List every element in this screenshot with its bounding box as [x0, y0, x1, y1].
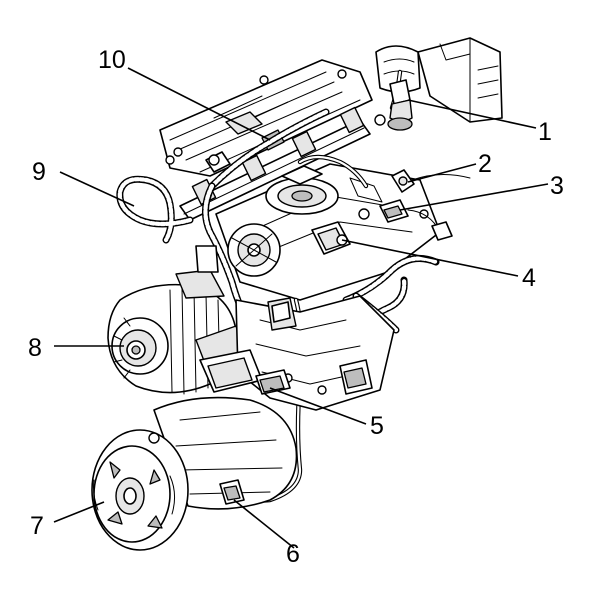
callout-1: 1 — [538, 118, 552, 146]
leader-1 — [407, 99, 537, 129]
sensor-1 — [374, 79, 413, 131]
ac-compressor — [91, 396, 298, 551]
callout-8: 8 — [28, 334, 42, 362]
leader-10 — [127, 67, 271, 141]
leader-3 — [399, 183, 549, 211]
leader-5 — [269, 387, 367, 425]
connector-6 — [219, 479, 245, 505]
callout-6: 6 — [286, 540, 300, 568]
throttle-pulley — [227, 223, 281, 277]
callout-7: 7 — [30, 512, 44, 540]
leader-7 — [53, 501, 105, 523]
connector-3 — [379, 199, 453, 241]
callout-10: 10 — [98, 46, 126, 74]
callout-9: 9 — [32, 158, 46, 186]
connector-5 — [255, 369, 291, 395]
callout-4: 4 — [522, 264, 536, 292]
callout-5: 5 — [370, 412, 384, 440]
air-cleaner-housing — [375, 37, 503, 123]
sensor-2 — [391, 169, 471, 193]
callout-labels: 1 2 3 4 5 6 7 8 9 10 — [28, 46, 564, 568]
leader-6 — [233, 499, 295, 549]
fuel-rail — [165, 106, 371, 221]
valve-cover — [159, 59, 373, 177]
leader-4 — [341, 239, 519, 277]
leader-lines — [53, 67, 549, 549]
callout-3: 3 — [550, 172, 564, 200]
leader-9 — [59, 171, 135, 207]
leader-2 — [407, 163, 477, 183]
callout-2: 2 — [478, 150, 492, 178]
